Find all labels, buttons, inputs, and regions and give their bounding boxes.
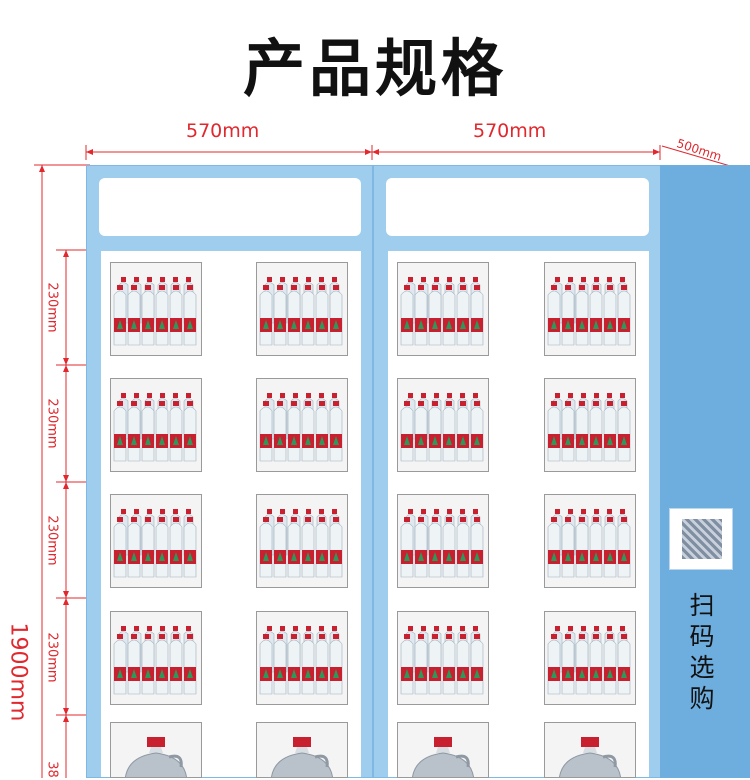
water-bottle-pack-icon: [257, 263, 347, 355]
water-bottle-pack-icon: [111, 612, 201, 704]
locker-compartment[interactable]: [110, 494, 202, 588]
qr-code-icon[interactable]: [669, 508, 733, 570]
water-jug-icon: [545, 723, 635, 777]
row-height-label: 38: [44, 761, 60, 778]
locker-compartment[interactable]: [256, 262, 348, 356]
locker-compartment[interactable]: [544, 262, 636, 356]
water-bottle-pack-icon: [398, 379, 488, 471]
water-bottle-pack-icon: [545, 263, 635, 355]
water-jug-icon: [111, 723, 201, 777]
locker-compartment[interactable]: [544, 494, 636, 588]
locker-compartment[interactable]: [544, 722, 636, 778]
scan-to-buy-label: 扫 码 选 购: [689, 591, 715, 713]
row-height-label: 230mm: [44, 515, 60, 566]
locker-compartment[interactable]: [256, 378, 348, 472]
locker-compartment[interactable]: [256, 722, 348, 778]
locker-compartment[interactable]: [544, 611, 636, 705]
water-bottle-pack-icon: [111, 263, 201, 355]
locker-compartment[interactable]: [397, 611, 489, 705]
row-height-label: 230mm: [44, 282, 60, 333]
water-jug-icon: [398, 723, 488, 777]
locker-compartment[interactable]: [256, 611, 348, 705]
locker-compartment[interactable]: [110, 262, 202, 356]
locker-compartment[interactable]: [256, 494, 348, 588]
water-bottle-pack-icon: [111, 379, 201, 471]
cabinet-side-panel: [660, 165, 750, 778]
water-bottle-pack-icon: [545, 612, 635, 704]
locker-compartment[interactable]: [397, 262, 489, 356]
width-right-label: 570mm: [473, 120, 547, 142]
height-total-label: 1900mm: [5, 622, 31, 722]
locker-compartment[interactable]: [397, 378, 489, 472]
water-bottle-pack-icon: [257, 612, 347, 704]
locker-compartment[interactable]: [544, 378, 636, 472]
locker-compartment[interactable]: [110, 378, 202, 472]
locker-compartment[interactable]: [397, 494, 489, 588]
water-bottle-pack-icon: [398, 263, 488, 355]
water-bottle-pack-icon: [545, 495, 635, 587]
row-height-label: 230mm: [44, 632, 60, 683]
locker-compartment[interactable]: [397, 722, 489, 778]
top-display-panel: [99, 178, 361, 236]
water-jug-icon: [257, 723, 347, 777]
water-bottle-pack-icon: [111, 495, 201, 587]
top-display-panel: [386, 178, 649, 236]
water-bottle-pack-icon: [545, 379, 635, 471]
water-bottle-pack-icon: [257, 379, 347, 471]
water-bottle-pack-icon: [398, 495, 488, 587]
locker-compartment[interactable]: [110, 611, 202, 705]
locker-compartment[interactable]: [110, 722, 202, 778]
water-bottle-pack-icon: [398, 612, 488, 704]
page-title: 产品规格: [242, 32, 507, 105]
water-bottle-pack-icon: [257, 495, 347, 587]
row-height-label: 230mm: [44, 398, 60, 449]
width-left-label: 570mm: [186, 120, 260, 142]
